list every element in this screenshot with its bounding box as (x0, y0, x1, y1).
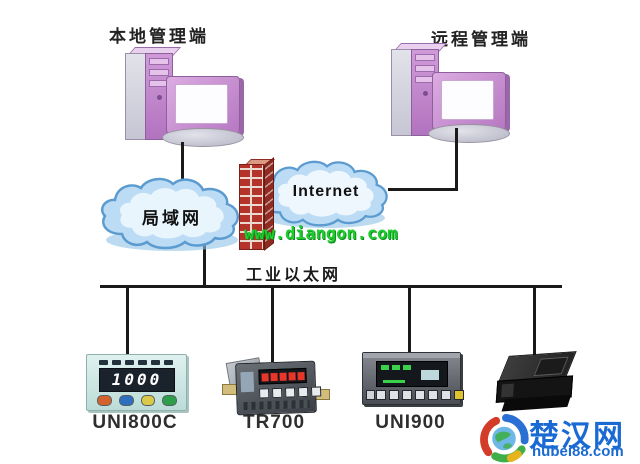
computer-tower (391, 43, 448, 136)
cable-lan-to-bus (203, 243, 206, 287)
remote-computer-icon (388, 42, 510, 144)
uni900-buttons (376, 390, 464, 400)
lan-cloud: 局域网 (96, 174, 248, 254)
cable-local-to-lan (181, 142, 184, 188)
device-label-uni800c: UNI800C (92, 412, 178, 433)
drop-line-uni800c (126, 287, 129, 356)
computer-monitor (166, 76, 240, 134)
ethernet-bus-line (100, 285, 562, 288)
uni900-display (376, 361, 448, 387)
device-uni900 (362, 352, 464, 405)
cable-remote-vertical (455, 128, 458, 191)
cable-internet-to-remote (388, 188, 458, 191)
drop-line-tr700 (271, 287, 274, 362)
computer-monitor (432, 72, 506, 130)
blue-button (118, 395, 134, 406)
plc-recessed-panel (533, 356, 569, 377)
hubei88-logo-icon (480, 413, 529, 463)
tr700-buttons (259, 386, 322, 399)
device-label-uni900: UNI900 (375, 412, 446, 433)
internet-cloud: Internet (256, 155, 396, 233)
yellow-button (140, 395, 156, 406)
hubei88-logo-subtitle: hubei88.com (532, 443, 624, 460)
cloud-shape (100, 177, 240, 251)
device-uni800c: 1000 (86, 354, 187, 411)
monitor-base (428, 124, 510, 143)
monitor-base (162, 128, 244, 147)
lan-cloud-label: 局域网 (142, 209, 202, 228)
red-button (97, 395, 112, 406)
uni800c-display: 1000 (99, 368, 175, 392)
device-plc-black-box (492, 349, 580, 417)
local-computer-icon (122, 46, 244, 148)
firewall-icon (239, 157, 277, 252)
uni800c-buttons (97, 395, 177, 406)
watermark-text: www.diangon.com (244, 224, 398, 244)
hubei88-logo-title: 楚汉网 (529, 420, 625, 453)
cloud-shape (260, 160, 388, 229)
drop-line-uni900 (408, 287, 411, 354)
ethernet-bus-label: 工业以太网 (246, 267, 342, 284)
device-label-tr700: TR700 (242, 412, 306, 433)
remote-terminal-label: 远程管理端 (431, 30, 531, 49)
drop-line-plc (533, 287, 536, 356)
tr700-body (235, 360, 322, 416)
tr700-vents (243, 399, 310, 411)
computer-tower (125, 47, 182, 140)
local-terminal-label: 本地管理端 (109, 27, 209, 46)
device-tr700 (222, 357, 330, 416)
internet-cloud-label: Internet (292, 183, 360, 200)
uni900-top-strip (363, 353, 460, 358)
tr700-label-tag (240, 371, 255, 393)
green-button (162, 395, 177, 406)
indicator-lights (99, 360, 173, 365)
plc-module (501, 383, 514, 398)
firewall-front-face (239, 164, 264, 250)
uni900-side-button (366, 390, 375, 400)
tr700-display (258, 367, 307, 385)
